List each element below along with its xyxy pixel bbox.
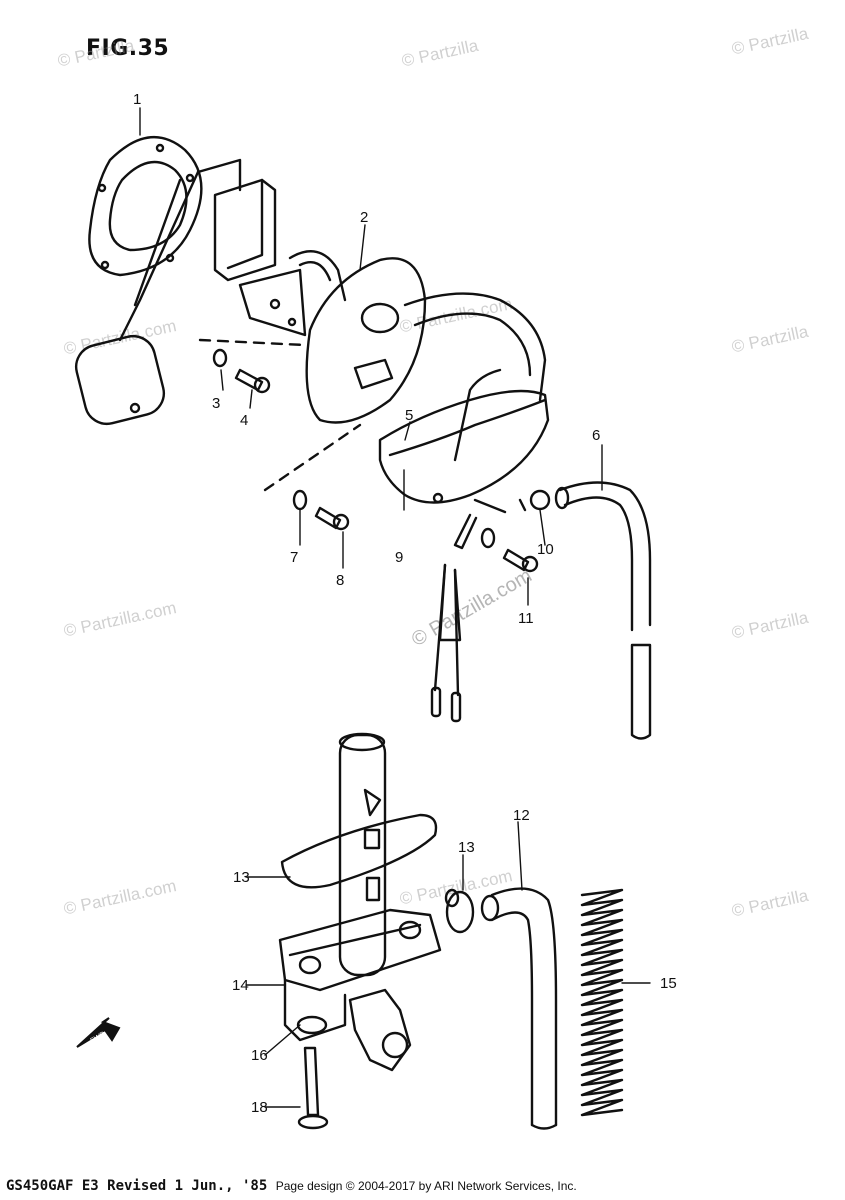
- hose-part-5: [480, 887, 558, 1130]
- callout-5: 12: [513, 807, 530, 824]
- washer-part-13-left: [292, 489, 308, 511]
- fuel-level-gauge-part-8: [74, 158, 547, 426]
- hose-part-18: [554, 481, 652, 740]
- callout-4: 16: [251, 1047, 268, 1064]
- callout-18: 6: [592, 427, 600, 444]
- footer: GS450GAF E3 Revised 1 Jun., '85 Page des…: [6, 1178, 577, 1194]
- figure-title: FIG.35: [86, 36, 170, 61]
- callout-11: 3: [212, 395, 220, 412]
- o-ring-part-2: [280, 813, 438, 889]
- screw-part-3: [297, 1046, 329, 1130]
- callout-12: 8: [336, 572, 344, 589]
- callout-15: 5: [405, 407, 413, 424]
- clip-part-6: [444, 888, 475, 934]
- screw-part-16: [502, 548, 539, 573]
- clip-part-13-right: [529, 489, 551, 511]
- callout-2: 13: [233, 869, 250, 886]
- lead-wires: [430, 513, 478, 723]
- callout-3: 18: [251, 1099, 268, 1116]
- spring-part-7: [580, 888, 624, 1117]
- washer-part-13-mid: [480, 527, 496, 549]
- gasket-part-9: [88, 136, 203, 277]
- callout-13-right: 10: [537, 541, 554, 558]
- fuel-cock-part-1: [278, 732, 442, 1072]
- callout-14: 9: [395, 549, 403, 566]
- screw-part-12: [314, 506, 350, 531]
- cover-part-14: [378, 368, 550, 514]
- callout-8: 2: [360, 209, 368, 226]
- footer-copyright: Page design © 2004-2017 by ARI Network S…: [275, 1179, 577, 1193]
- callout-13-left: 7: [290, 549, 298, 566]
- callout-7: 15: [660, 975, 677, 992]
- callout-16: 11: [518, 610, 534, 627]
- washer-part-11: [212, 348, 228, 368]
- callout-1: 14: [232, 977, 249, 994]
- callout-9: 1: [133, 91, 141, 108]
- footer-model-text: GS450GAF E3 Revised 1 Jun., '85: [6, 1178, 268, 1194]
- forward-direction-arrow: FWD: [76, 1017, 121, 1048]
- screw-part-10: [234, 368, 271, 394]
- washer-part-4: [296, 1015, 328, 1035]
- callout-6: 13: [458, 839, 475, 856]
- callout-10: 4: [240, 412, 248, 429]
